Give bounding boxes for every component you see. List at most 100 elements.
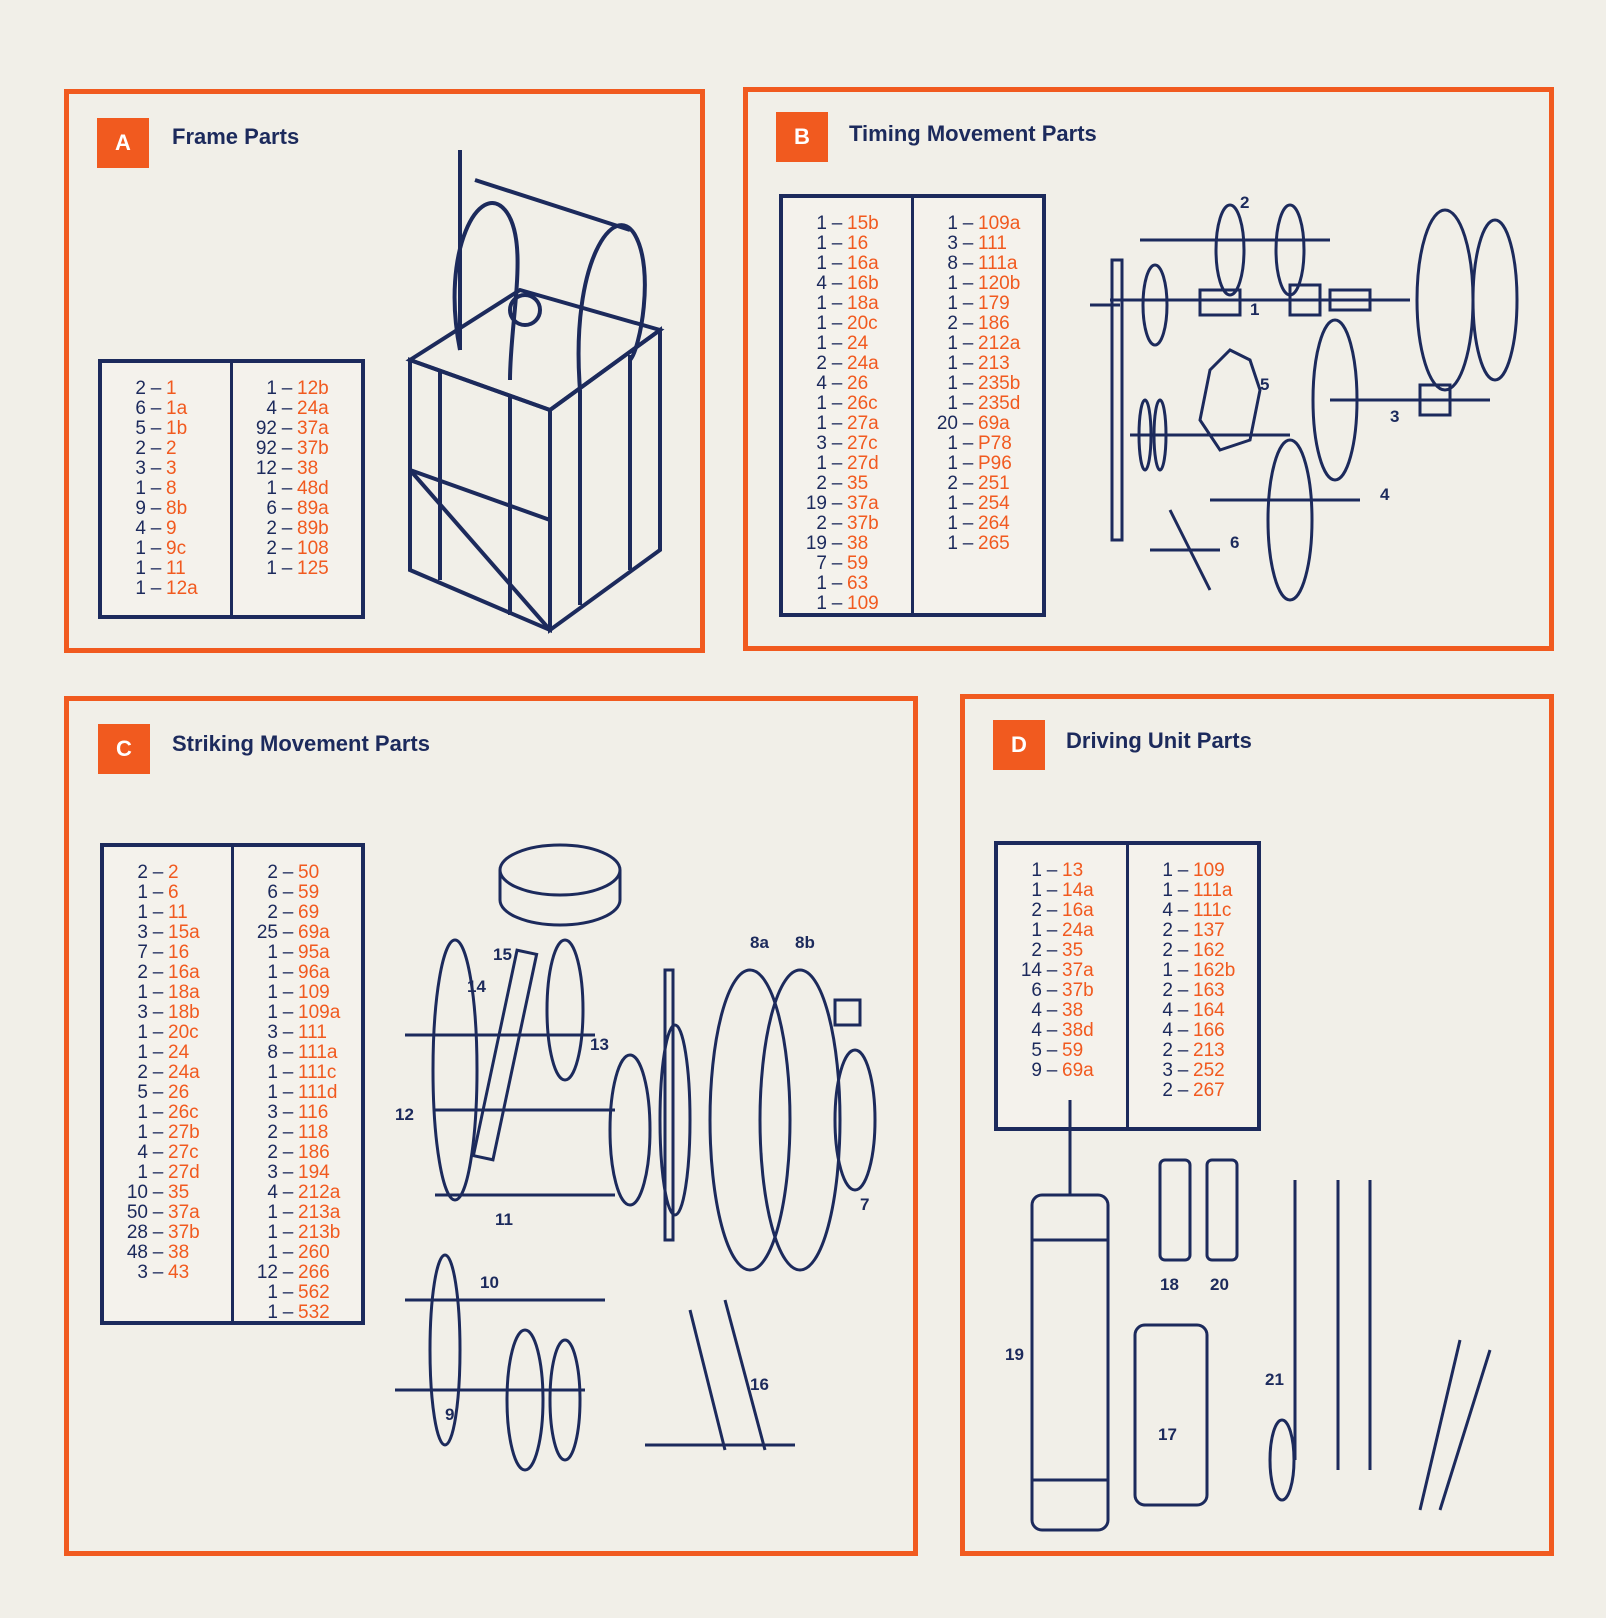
- panel-striking-movement-parts: [64, 696, 918, 1556]
- part-quantity: 5: [1031, 1040, 1042, 1061]
- dash: –: [962, 513, 974, 534]
- dash: –: [282, 1122, 294, 1143]
- parts-row: 1–27d: [783, 454, 911, 474]
- parts-row: 6–59: [234, 883, 361, 903]
- dash: –: [962, 313, 974, 334]
- part-quantity: 28: [126, 1222, 148, 1243]
- part-number: 116: [298, 1102, 329, 1123]
- part-quantity: 4: [1162, 1020, 1173, 1041]
- part-number: 1b: [166, 418, 188, 439]
- panel-title-b: Timing Movement Parts: [849, 121, 1097, 146]
- dash: –: [152, 1122, 164, 1143]
- part-quantity: 1: [266, 378, 277, 399]
- dash: –: [1046, 980, 1058, 1001]
- part-number: 38: [297, 458, 319, 479]
- part-number: 212a: [298, 1182, 341, 1203]
- dash: –: [281, 378, 293, 399]
- dash: –: [282, 1202, 294, 1223]
- dash: –: [962, 453, 974, 474]
- parts-row: 1–P96: [914, 454, 1042, 474]
- part-quantity: 1: [816, 593, 827, 614]
- part-quantity: 10: [126, 1182, 148, 1203]
- parts-row: 2–267: [1129, 1081, 1257, 1101]
- dash: –: [1046, 860, 1058, 881]
- dash: –: [831, 473, 843, 494]
- part-quantity: 1: [816, 253, 827, 274]
- parts-row: 2–35: [998, 941, 1126, 961]
- parts-row: 1–12a: [102, 579, 230, 599]
- part-number: 15a: [168, 922, 200, 943]
- part-number: 9c: [166, 538, 187, 559]
- part-number: 16a: [1062, 900, 1094, 921]
- parts-row: 1–120b: [914, 274, 1042, 294]
- parts-row: 1–9c: [102, 539, 230, 559]
- parts-row: 1–16a: [783, 254, 911, 274]
- dash: –: [1177, 1020, 1189, 1041]
- parts-row: 1–48d: [233, 479, 361, 499]
- part-number: 6: [168, 882, 179, 903]
- svg-text:17: 17: [1158, 1425, 1177, 1444]
- parts-row: 1–109: [783, 594, 911, 614]
- part-quantity: 1: [947, 393, 958, 414]
- part-number: 15b: [847, 213, 879, 234]
- dash: –: [282, 1102, 294, 1123]
- parts-row: 2–137: [1129, 921, 1257, 941]
- part-quantity: 1: [266, 558, 277, 579]
- dash: –: [282, 942, 294, 963]
- dash: –: [150, 558, 162, 579]
- part-number: 212a: [978, 333, 1021, 354]
- dash: –: [1046, 1020, 1058, 1041]
- dash: –: [1046, 1040, 1058, 1061]
- part-number: 27c: [168, 1142, 199, 1163]
- dash: –: [152, 902, 164, 923]
- part-quantity: 1: [947, 373, 958, 394]
- dash: –: [962, 533, 974, 554]
- part-quantity: 1: [947, 293, 958, 314]
- part-number: 27c: [847, 433, 878, 454]
- parts-row: 1–13: [998, 861, 1126, 881]
- dash: –: [1046, 1000, 1058, 1021]
- dash: –: [1177, 1060, 1189, 1081]
- part-quantity: 2: [816, 473, 827, 494]
- dash: –: [1177, 960, 1189, 981]
- part-number: 12a: [166, 578, 198, 599]
- part-quantity: 4: [1162, 1000, 1173, 1021]
- dash: –: [831, 453, 843, 474]
- part-quantity: 1: [267, 1282, 278, 1303]
- parts-row: 1–6: [104, 883, 231, 903]
- parts-row: 4–24a: [233, 399, 361, 419]
- parts-row: 1–213b: [234, 1223, 361, 1243]
- part-number: 16a: [168, 962, 200, 983]
- parts-row: 1–27b: [104, 1123, 231, 1143]
- part-number: P96: [978, 453, 1012, 474]
- dash: –: [150, 398, 162, 419]
- dash: –: [831, 253, 843, 274]
- part-number: 186: [978, 313, 1010, 334]
- svg-text:11: 11: [495, 1210, 513, 1229]
- part-number: 111: [298, 1022, 327, 1043]
- part-number: 24a: [297, 398, 329, 419]
- part-quantity: 1: [816, 313, 827, 334]
- part-quantity: 2: [1162, 1040, 1173, 1061]
- panel-badge-b: B: [776, 112, 828, 162]
- dash: –: [831, 393, 843, 414]
- dash: –: [831, 553, 843, 574]
- part-number: 69a: [1062, 1060, 1094, 1081]
- parts-row: 1–213a: [234, 1203, 361, 1223]
- parts-row: 4–38: [998, 1001, 1126, 1021]
- part-quantity: 1: [137, 882, 148, 903]
- dash: –: [282, 1242, 294, 1263]
- part-quantity: 4: [137, 1142, 148, 1163]
- parts-row: 20–69a: [914, 414, 1042, 434]
- parts-row: 48–38: [104, 1243, 231, 1263]
- parts-row: 2–213: [1129, 1041, 1257, 1061]
- parts-row: 1–109: [1129, 861, 1257, 881]
- parts-row: 5–26: [104, 1083, 231, 1103]
- part-number: 118: [298, 1122, 329, 1143]
- parts-row: 2–1: [102, 379, 230, 399]
- dash: –: [150, 498, 162, 519]
- part-number: 16: [168, 942, 190, 963]
- part-quantity: 1: [135, 558, 146, 579]
- parts-row: 4–38d: [998, 1021, 1126, 1041]
- dash: –: [282, 862, 294, 883]
